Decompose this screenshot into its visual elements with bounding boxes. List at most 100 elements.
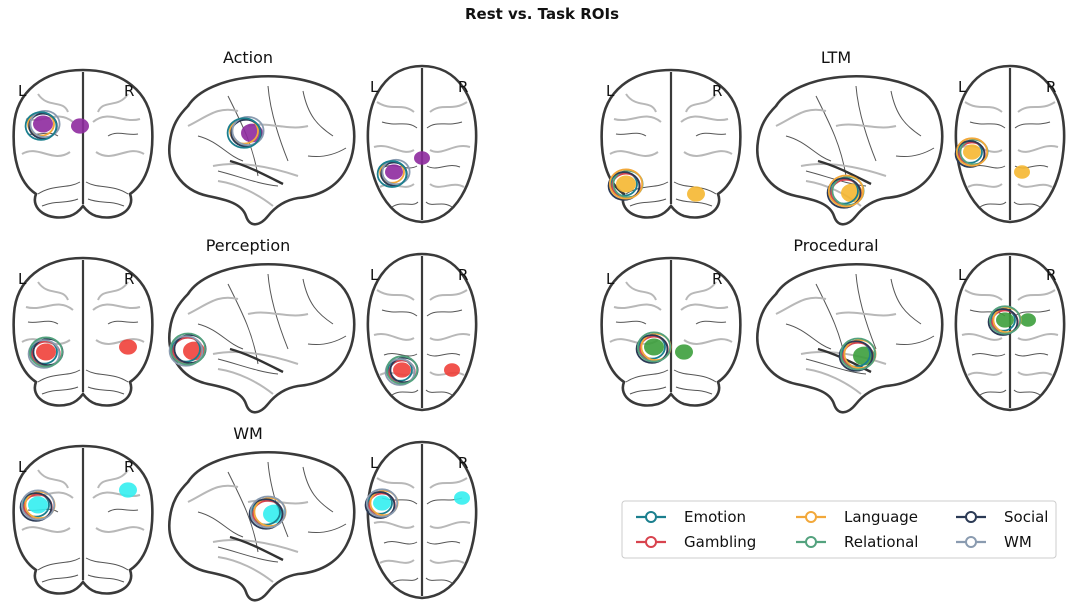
legend-item-social: Social xyxy=(956,508,1048,526)
hemisphere-left-label: L xyxy=(370,266,379,284)
task-roi-ring xyxy=(381,158,411,186)
legend-marker xyxy=(645,536,657,548)
panel-title: Action xyxy=(223,48,273,67)
task-roi-ring xyxy=(608,168,644,200)
sagittal-view xyxy=(168,74,356,226)
legend-item-wm: WM xyxy=(956,533,1032,551)
legend-label: Social xyxy=(1004,508,1048,526)
roi-blob xyxy=(119,339,137,355)
task-roi-ring xyxy=(385,355,419,385)
roi-blob xyxy=(385,164,403,180)
hemisphere-right-label: R xyxy=(458,266,468,284)
legend-marker xyxy=(965,536,977,548)
legend-frame xyxy=(621,500,1057,559)
legend-item-gambling: Gambling xyxy=(636,533,756,551)
legend: EmotionGamblingLanguageRelationalSocialW… xyxy=(621,500,1057,559)
roi-blob xyxy=(28,496,48,514)
task-roi-ring xyxy=(376,160,408,188)
task-roi-ring xyxy=(248,498,284,530)
task-roi-ring xyxy=(231,116,265,146)
task-roi-ring xyxy=(988,305,1022,335)
roi-blob xyxy=(36,343,56,361)
hemisphere-right-label: R xyxy=(1046,266,1056,284)
legend-marker xyxy=(805,511,817,523)
hemisphere-left-label: L xyxy=(18,458,27,476)
task-roi-ring xyxy=(635,334,669,364)
hemisphere-left-label: L xyxy=(958,266,967,284)
sagittal-brain xyxy=(756,262,944,414)
legend-items: EmotionGamblingLanguageRelationalSocialW… xyxy=(636,508,1048,551)
hemisphere-right-label: R xyxy=(712,82,722,100)
task-roi-ring xyxy=(29,109,61,139)
task-roi-ring xyxy=(28,336,64,368)
task-roi-ring xyxy=(168,335,204,367)
task-roi-ring xyxy=(169,332,207,366)
sagittal-view xyxy=(756,262,944,414)
roi-blob xyxy=(444,363,460,377)
task-roi-ring xyxy=(226,117,262,149)
hemisphere-left-label: L xyxy=(370,78,379,96)
panel-title: WM xyxy=(233,424,263,443)
sagittal-view xyxy=(168,262,356,414)
hemisphere-right-label: R xyxy=(124,270,134,288)
roi-blob xyxy=(675,344,693,360)
legend-item-emotion: Emotion xyxy=(636,508,746,526)
sagittal-brain xyxy=(168,262,356,414)
roi-blob xyxy=(119,482,137,498)
hemisphere-left-label: L xyxy=(606,82,615,100)
task-roi-ring xyxy=(636,331,672,363)
roi-blob xyxy=(71,118,89,134)
hemisphere-right-label: R xyxy=(458,454,468,472)
task-roi-ring xyxy=(27,339,61,369)
hemisphere-right-label: R xyxy=(124,458,134,476)
roi-blob xyxy=(644,338,664,356)
task-roi-ring xyxy=(838,340,874,372)
sagittal-view xyxy=(756,74,944,226)
roi-blob xyxy=(963,144,981,160)
task-roi-ring xyxy=(19,492,53,522)
legend-label: WM xyxy=(1004,533,1032,551)
hemisphere-left-label: L xyxy=(370,454,379,472)
roi-blob xyxy=(616,175,636,193)
roi-blob xyxy=(414,151,430,165)
legend-label: Relational xyxy=(844,533,918,551)
legend-label: Emotion xyxy=(684,508,746,526)
task-roi-ring xyxy=(364,491,396,519)
legend-label: Gambling xyxy=(684,533,756,551)
hemisphere-left-label: L xyxy=(606,270,615,288)
roi-blob xyxy=(687,186,705,202)
task-roi-ring xyxy=(607,171,641,201)
legend-marker xyxy=(965,511,977,523)
figure-title: Rest vs. Task ROIs xyxy=(465,5,619,23)
task-roi-ring xyxy=(954,140,986,168)
task-roi-ring xyxy=(955,137,989,167)
hemisphere-left-label: L xyxy=(18,270,27,288)
task-roi-ring xyxy=(987,308,1019,336)
sagittal-brain xyxy=(168,74,356,226)
roi-blob xyxy=(393,362,411,378)
legend-item-relational: Relational xyxy=(796,533,918,551)
task-roi-ring xyxy=(384,358,416,386)
hemisphere-right-label: R xyxy=(458,78,468,96)
panel-title: Procedural xyxy=(793,236,878,255)
roi-blob xyxy=(1014,165,1030,179)
panel-title: Perception xyxy=(206,236,291,255)
task-roi-ring xyxy=(24,111,58,141)
hemisphere-left-label: L xyxy=(958,78,967,96)
sagittal-view xyxy=(168,450,356,602)
